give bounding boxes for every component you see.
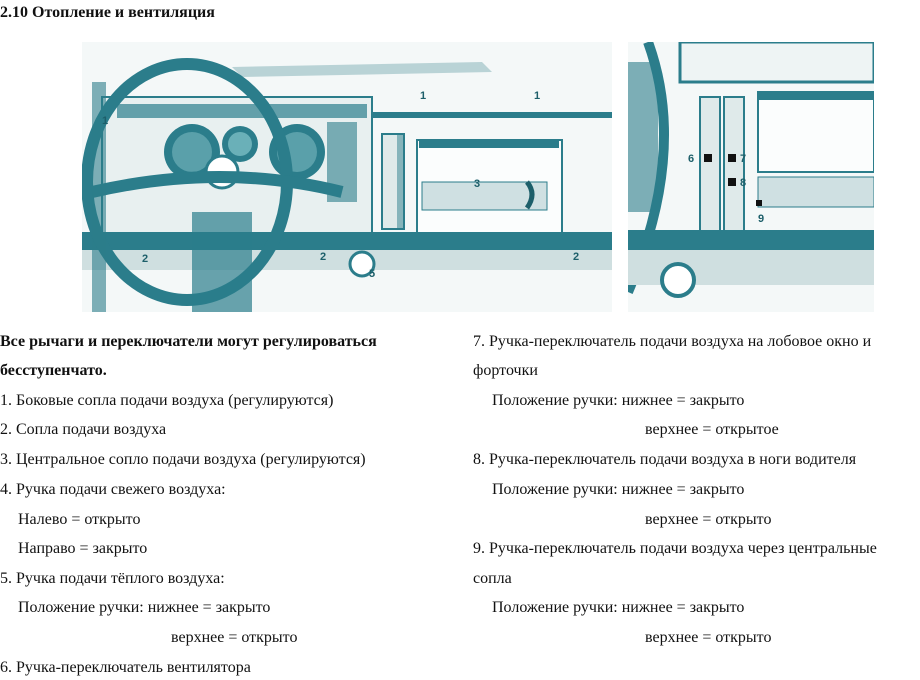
list-subitem: Направо = закрыто <box>18 540 148 557</box>
intro-text: Все рычаги и переключатели могут регулир… <box>0 333 377 350</box>
list-item: 5. Ручка подачи тёплого воздуха: <box>0 570 225 587</box>
list-subitem: верхнее = открыто <box>645 511 772 528</box>
figure-label-3: 3 <box>474 178 480 190</box>
list-subitem: Положение ручки: нижнее = закрыто <box>18 599 271 616</box>
list-subitem: Положение ручки: нижнее = закрыто <box>492 481 745 498</box>
figure-label-8: 8 <box>740 177 746 189</box>
figure-label-2: 2 <box>142 253 148 265</box>
list-item: 7. Ручка-переключатель подачи воздуха на… <box>473 333 872 350</box>
dashboard-illustration-right: 6 7 8 9 <box>628 42 874 312</box>
list-item: сопла <box>473 570 512 587</box>
list-subitem: верхнее = открыто <box>645 629 772 646</box>
list-item: 3. Центральное сопло подачи воздуха (рег… <box>0 451 366 468</box>
list-subitem: верхнее = открыто <box>171 629 298 646</box>
section-title: 2.10 Отопление и вентиляция <box>0 4 215 21</box>
list-subitem: Налево = открыто <box>18 511 141 528</box>
list-subitem: верхнее = открытое <box>645 421 779 438</box>
list-item: 1. Боковые сопла подачи воздуха (регулир… <box>0 392 334 409</box>
dashboard-illustration-left: 1 1 1 2 2 2 3 5 <box>82 42 612 312</box>
figure-label-1: 1 <box>102 115 108 127</box>
list-item: форточки <box>473 362 538 379</box>
list-item: 4. Ручка подачи свежего воздуха: <box>0 481 226 498</box>
intro-text: бесступенчато. <box>0 362 107 379</box>
figure-label-2: 2 <box>573 251 579 263</box>
list-subitem: Положение ручки: нижнее = закрыто <box>492 392 745 409</box>
list-item: 9. Ручка-переключатель подачи воздуха че… <box>473 540 877 557</box>
figure-label-1: 1 <box>534 90 540 102</box>
figure-label-5: 5 <box>369 268 375 280</box>
figure-label-1: 1 <box>420 90 426 102</box>
list-item: 8. Ручка-переключатель подачи воздуха в … <box>473 451 857 468</box>
list-item: 2. Сопла подачи воздуха <box>0 421 167 438</box>
figure-label-2: 2 <box>320 251 326 263</box>
list-item: 6. Ручка-переключатель вентилятора <box>0 659 251 676</box>
figure-label-6: 6 <box>688 153 694 165</box>
figure-label-9: 9 <box>758 213 764 225</box>
figure-label-7: 7 <box>740 153 746 165</box>
list-subitem: Положение ручки: нижнее = закрыто <box>492 599 745 616</box>
